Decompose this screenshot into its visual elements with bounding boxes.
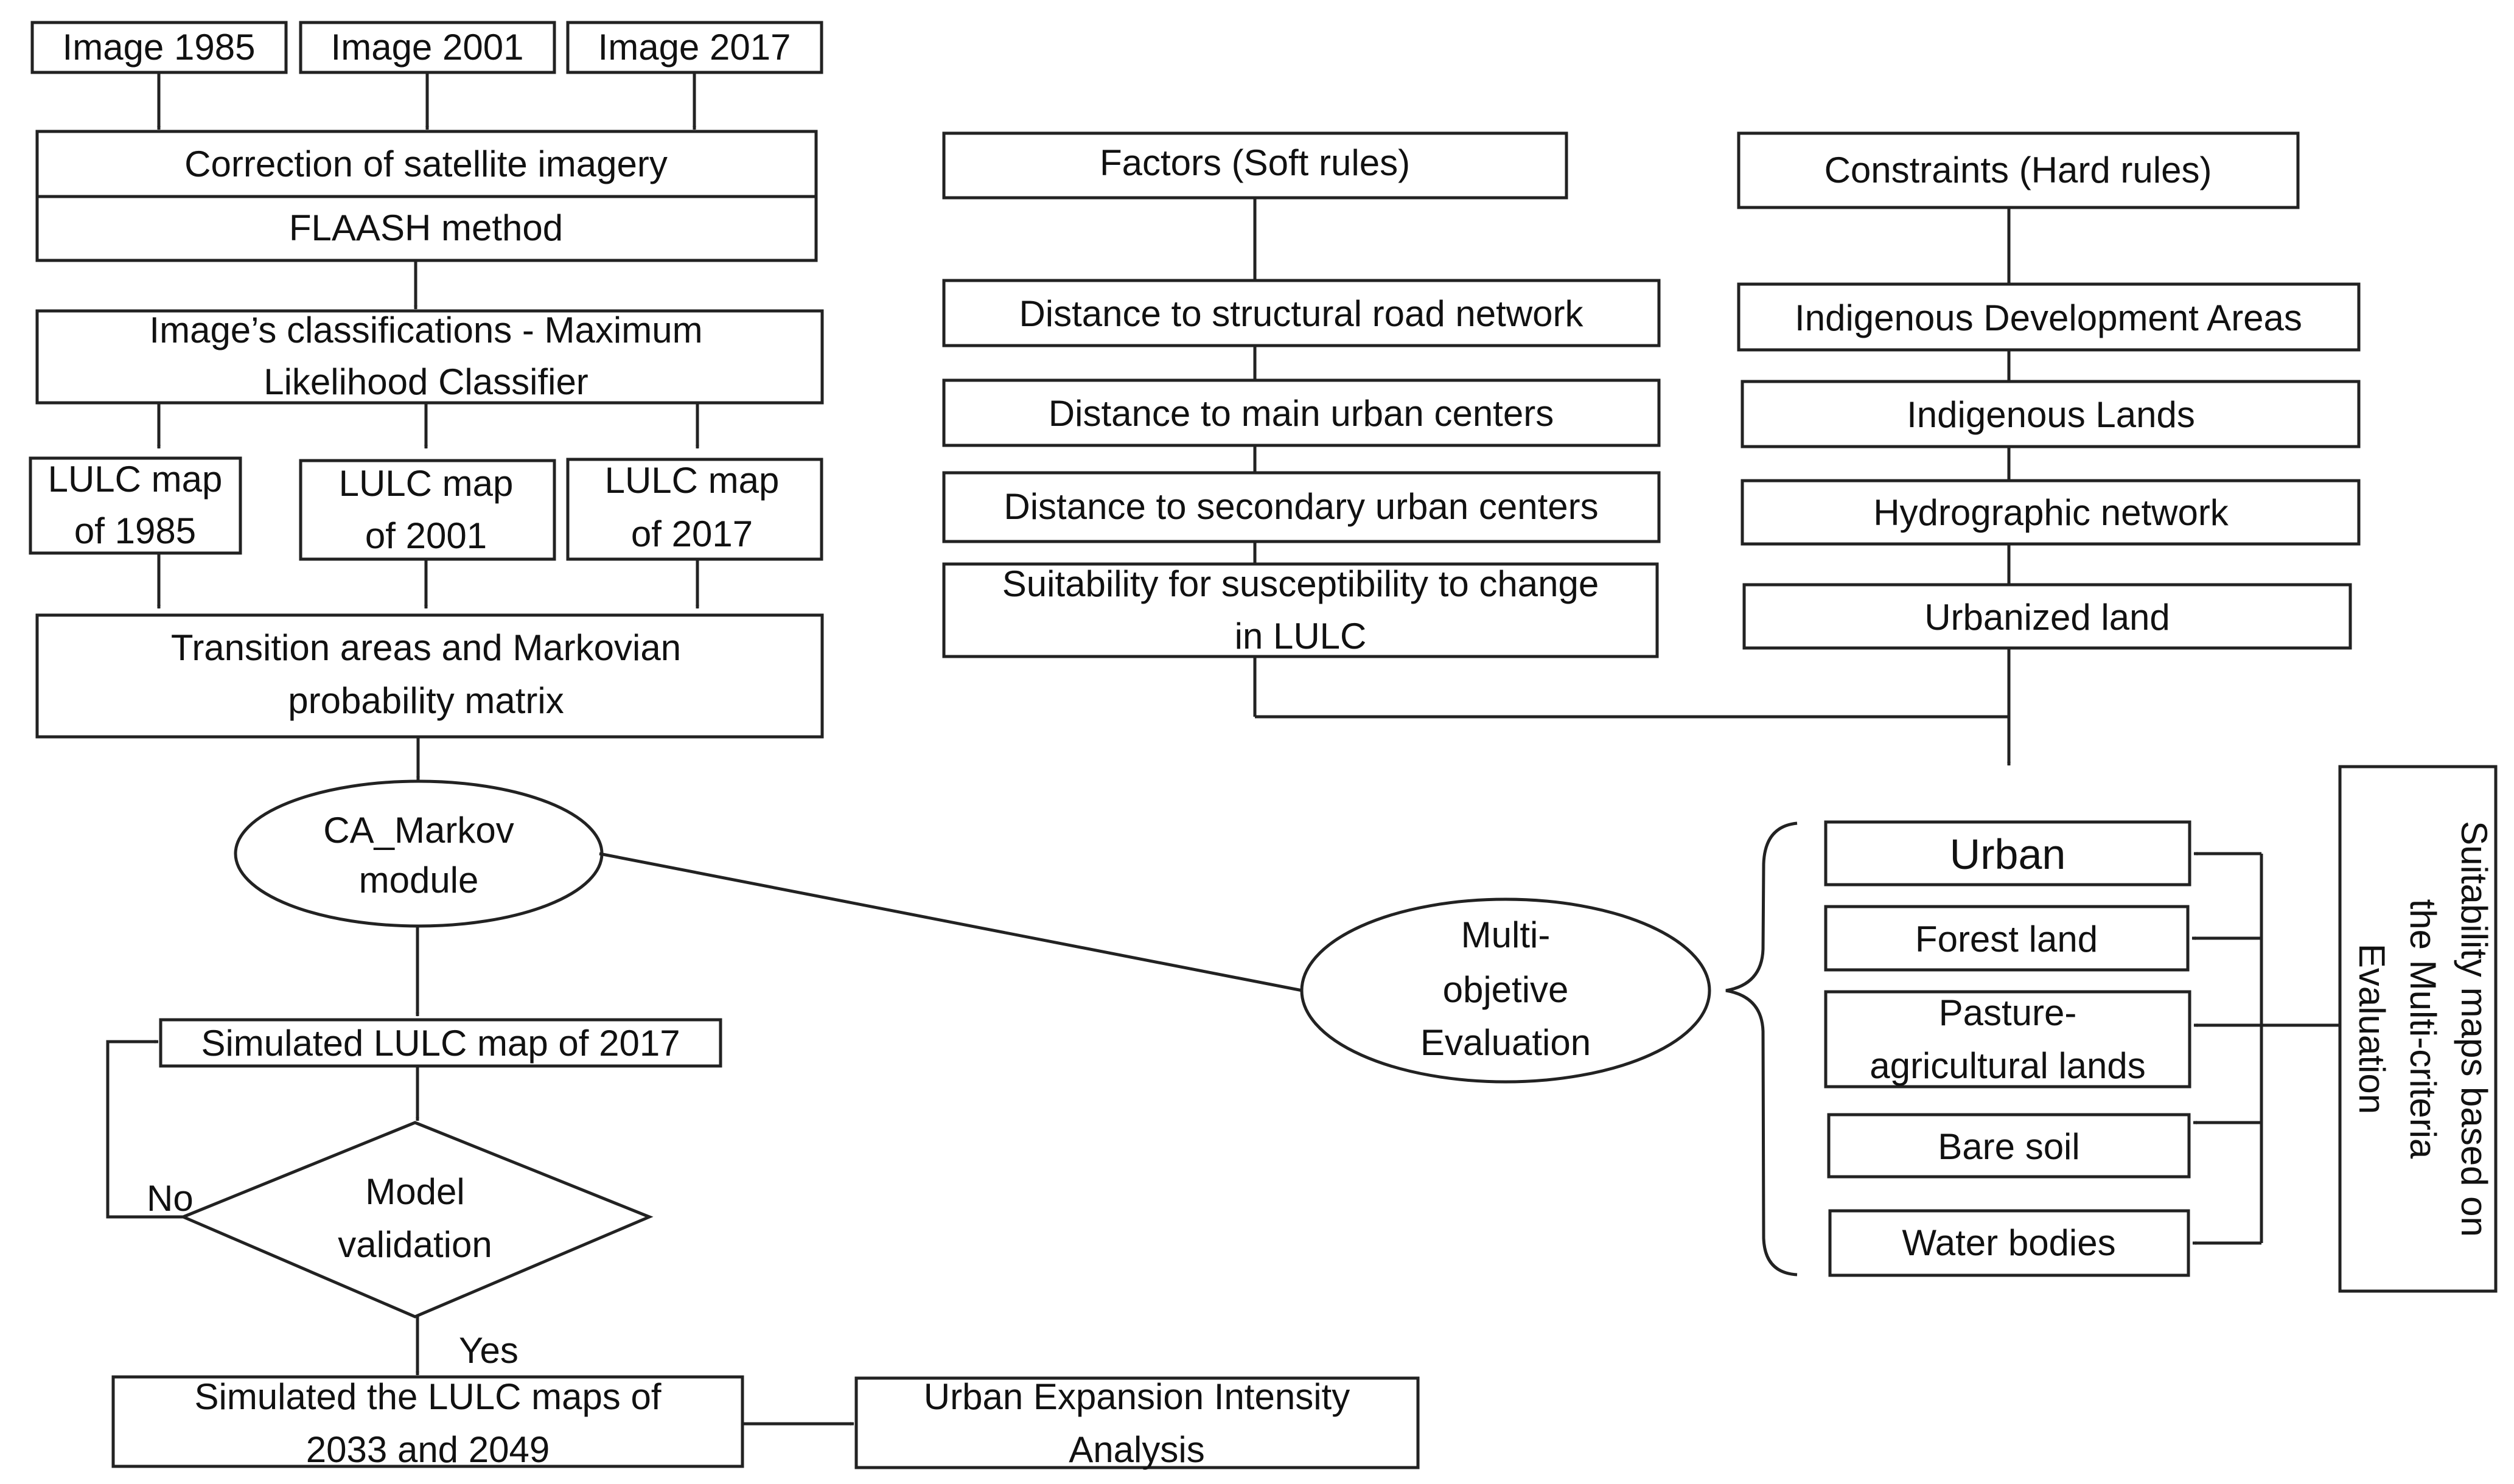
constraints-title-box: Constraints (Hard rules) bbox=[1737, 131, 2300, 209]
simulated-2017-label: Simulated LULC map of 2017 bbox=[201, 1023, 680, 1064]
lulc-map-1985-line2: of 1985 bbox=[74, 510, 196, 551]
class-bare-box: Bare soil bbox=[1827, 1113, 2191, 1179]
transition-line2: probability matrix bbox=[288, 680, 564, 721]
lulc-map-2017-box: LULC map of 2017 bbox=[566, 458, 823, 561]
class-urban-box: Urban bbox=[1824, 820, 2191, 887]
urban-expansion-line2: Analysis bbox=[1069, 1429, 1204, 1470]
constraint-item-hydro: Hydrographic network bbox=[1741, 479, 2361, 546]
suitability-maps-line3: Evaluation bbox=[2352, 944, 2392, 1114]
urban-expansion-box: Urban Expansion Intensity Analysis bbox=[854, 1376, 1420, 1470]
classification-line1: Image’s classifications - Maximum bbox=[149, 310, 702, 350]
factor-item-secondary-urban-label: Distance to secondary urban centers bbox=[1004, 486, 1598, 527]
image-2017-box: Image 2017 bbox=[566, 21, 823, 74]
simulated-future-box: Simulated the LULC maps of 2033 and 2049 bbox=[111, 1375, 744, 1470]
validation-line2: validation bbox=[338, 1224, 492, 1265]
no-loop-connector bbox=[106, 1040, 183, 1219]
simulated-future-line2: 2033 and 2049 bbox=[306, 1429, 550, 1470]
factor-suitability-box: Suitability for susceptibility to change… bbox=[942, 562, 1659, 658]
constraint-item-lands: Indigenous Lands bbox=[1741, 380, 2361, 448]
lulc-map-1985-line1: LULC map bbox=[48, 459, 223, 500]
simulated-2017-box: Simulated LULC map of 2017 bbox=[159, 1018, 722, 1068]
classification-box: Image’s classifications - Maximum Likeli… bbox=[35, 309, 824, 405]
transition-line1: Transition areas and Markovian bbox=[171, 627, 681, 668]
factor-item-main-urban-label: Distance to main urban centers bbox=[1049, 393, 1554, 434]
ca-markov-line1: CA_Markov bbox=[323, 810, 514, 851]
correction-method: FLAASH method bbox=[289, 207, 563, 248]
factors-title: Factors (Soft rules) bbox=[1100, 142, 1410, 183]
urban-expansion-line1: Urban Expansion Intensity bbox=[924, 1376, 1350, 1417]
class-water-box: Water bodies bbox=[1828, 1209, 2190, 1277]
moe-node: Multi- objetive Evaluation bbox=[1300, 897, 1711, 1084]
suitability-maps-line2: the Multi-criteria bbox=[2403, 899, 2443, 1159]
image-2001-box: Image 2001 bbox=[299, 21, 556, 74]
correction-title: Correction of satellite imagery bbox=[184, 144, 668, 184]
suitability-maps-box: Suitability maps based on the Multi-crit… bbox=[2338, 765, 2498, 1293]
suitability-maps-line1: Suitability maps based on bbox=[2454, 821, 2495, 1237]
class-water-label: Water bodies bbox=[1902, 1222, 2115, 1263]
factors-title-box: Factors (Soft rules) bbox=[942, 131, 1568, 200]
suitability-brace bbox=[1725, 821, 1798, 1277]
ca-markov-node: CA_Markov module bbox=[234, 779, 604, 928]
class-pasture-line2: agricultural lands bbox=[1870, 1045, 2146, 1086]
yes-label: Yes bbox=[459, 1330, 519, 1371]
lulc-map-2017-line1: LULC map bbox=[605, 460, 780, 501]
constraint-item-lands-label: Indigenous Lands bbox=[1907, 394, 2195, 435]
classification-line2: Likelihood Classifier bbox=[264, 361, 588, 402]
constraint-item-urbanized-label: Urbanized land bbox=[1924, 597, 2170, 638]
class-pasture-line1: Pasture- bbox=[1939, 992, 2077, 1033]
class-pasture-box: Pasture- agricultural lands bbox=[1824, 990, 2191, 1089]
correction-box: Correction of satellite imagery FLAASH m… bbox=[35, 130, 818, 262]
image-1985-box: Image 1985 bbox=[30, 21, 288, 74]
moe-line3: Evaluation bbox=[1420, 1022, 1591, 1063]
factor-item-road: Distance to structural road network bbox=[942, 279, 1661, 347]
lulc-map-2001-line1: LULC map bbox=[339, 463, 514, 504]
factor-item-main-urban: Distance to main urban centers bbox=[942, 378, 1661, 447]
image-2017-label: Image 2017 bbox=[598, 27, 791, 68]
no-label: No bbox=[147, 1178, 194, 1219]
simulated-future-line1: Simulated the LULC maps of bbox=[194, 1376, 661, 1417]
ca-markov-line2: module bbox=[359, 860, 479, 901]
class-forest-box: Forest land bbox=[1824, 905, 2190, 972]
factor-suitability-line2: in LULC bbox=[1235, 616, 1367, 657]
class-urban-label: Urban bbox=[1950, 831, 2066, 878]
image-2001-label: Image 2001 bbox=[331, 27, 524, 68]
constraint-item-hydro-label: Hydrographic network bbox=[1873, 492, 2229, 533]
transition-box: Transition areas and Markovian probabili… bbox=[35, 613, 824, 739]
constraint-item-urbanized: Urbanized land bbox=[1742, 583, 2352, 650]
constraint-item-ida-label: Indigenous Development Areas bbox=[1795, 298, 2302, 338]
constraints-title: Constraints (Hard rules) bbox=[1824, 150, 2212, 190]
image-1985-label: Image 1985 bbox=[63, 27, 256, 68]
class-bare-label: Bare soil bbox=[1938, 1126, 2079, 1167]
arrow-moe-to-ca-markov bbox=[599, 852, 1303, 992]
model-validation-decision: Model validation bbox=[179, 1121, 654, 1319]
lulc-map-1985-box: LULC map of 1985 bbox=[29, 456, 242, 555]
factor-suitability-line1: Suitability for susceptibility to change bbox=[1002, 563, 1599, 604]
lulc-map-2001-line2: of 2001 bbox=[365, 515, 487, 556]
lulc-map-2017-line2: of 2017 bbox=[631, 514, 753, 554]
moe-line2: objetive bbox=[1443, 969, 1569, 1010]
lulc-map-2001-box: LULC map of 2001 bbox=[299, 459, 556, 561]
class-forest-label: Forest land bbox=[1915, 919, 2098, 960]
validation-line1: Model bbox=[365, 1171, 464, 1212]
factor-item-road-label: Distance to structural road network bbox=[1019, 293, 1583, 334]
factor-item-secondary-urban: Distance to secondary urban centers bbox=[942, 471, 1661, 543]
constraint-item-ida: Indigenous Development Areas bbox=[1737, 282, 2361, 352]
moe-line1: Multi- bbox=[1461, 914, 1551, 955]
